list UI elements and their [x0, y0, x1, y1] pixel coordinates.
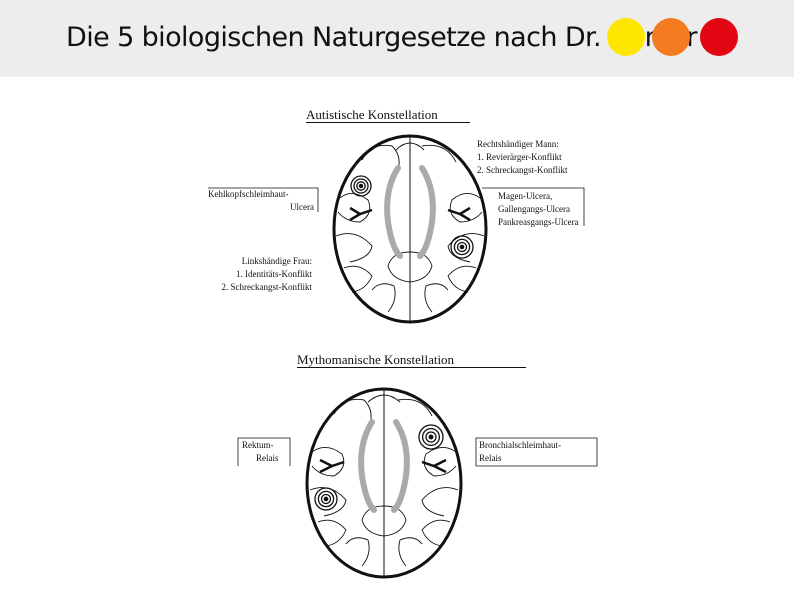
label-magen-ulcera: Magen-Ulcera, Gallengangs-Ulcera Pankrea…	[498, 190, 578, 229]
label-bronchialschleimhaut-relais: Bronchialschleimhaut- Relais	[479, 439, 561, 465]
label-line: Gallengangs-Ulcera	[498, 204, 570, 214]
label-line: Rektum-	[242, 440, 274, 450]
label-line: Relais	[479, 453, 502, 463]
diagram-title-mythomanisch: Mythomanische Konstellation	[297, 352, 526, 368]
hamer-focus-upper-right-icon	[418, 424, 444, 450]
label-rektum-relais: Rektum- Relais	[242, 439, 279, 465]
label-line: 2. Schreckangst-Konflikt	[221, 282, 312, 292]
label-rechtshaendiger-mann: Rechtshändiger Mann: 1. Revierärger-Konf…	[477, 138, 567, 177]
label-line: Ulcera	[290, 202, 314, 212]
label-line: Linkshändige Frau:	[241, 256, 312, 266]
label-line: 1. Identitäts-Konflikt	[236, 269, 312, 279]
label-line: 1. Revierärger-Konflikt	[477, 152, 562, 162]
orange-dot-icon	[652, 18, 690, 56]
label-line: Magen-Ulcera,	[498, 191, 553, 201]
red-dot-icon	[700, 18, 738, 56]
label-line: 2. Schreckangst-Konflikt	[477, 165, 568, 175]
label-line: Bronchialschleimhaut-	[479, 440, 561, 450]
label-linkshaendige-frau: Linkshändige Frau: 1. Identitäts-Konflik…	[204, 255, 312, 294]
hamer-focus-left-icon	[350, 175, 372, 197]
slide-header: Die 5 biologischen Naturgesetze nach Dr.…	[0, 0, 794, 77]
brain-diagram-top	[208, 134, 585, 324]
label-kehlkopfschleimhaut: Kehlkopfschleimhaut- Ulcera	[208, 188, 314, 214]
label-line: Kehlkopfschleimhaut-	[208, 189, 289, 199]
brain-diagram-bottom	[237, 387, 598, 579]
yellow-dot-icon	[607, 18, 645, 56]
hamer-focus-right-icon	[450, 235, 474, 259]
hamer-focus-lower-left-icon	[314, 487, 338, 511]
slide-title: Die 5 biologischen Naturgesetze nach Dr.…	[66, 22, 697, 53]
label-line: Pankreasgangs-Ulcera	[498, 217, 579, 227]
diagram-title-autistisch: Autistische Konstellation	[306, 107, 470, 123]
label-line: Rechtshändiger Mann:	[477, 139, 559, 149]
label-line: Relais	[256, 453, 279, 463]
